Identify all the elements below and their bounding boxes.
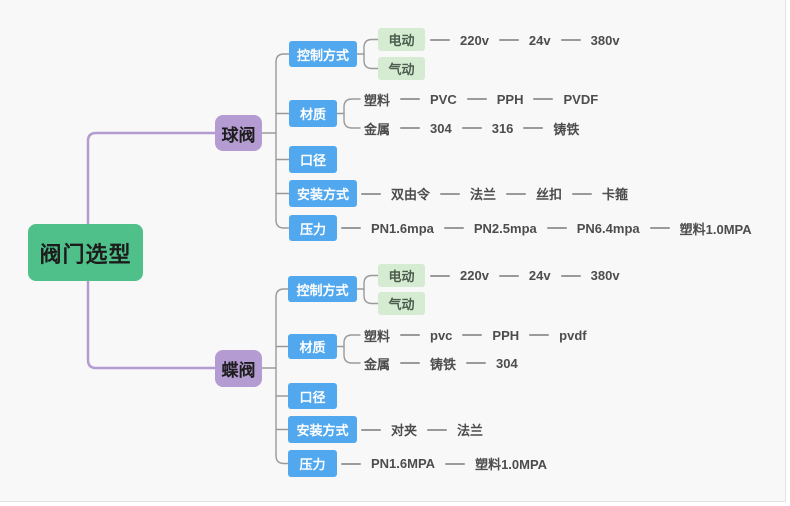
chain-item-24v[interactable]: 24v bbox=[528, 268, 551, 283]
topic-node-butterfly-pressure[interactable]: 压力 bbox=[288, 450, 337, 477]
dash-connector bbox=[462, 334, 483, 336]
topic-node-butterfly-installation[interactable]: 安装方式 bbox=[288, 416, 357, 443]
chain-item-pn16[interactable]: PN1.6mpa bbox=[371, 220, 434, 236]
chain-item-304[interactable]: 304 bbox=[496, 355, 518, 371]
chain-item-cast-iron[interactable]: 铸铁 bbox=[553, 121, 580, 137]
chain-ball-electric-voltages: 220v 24v 380v bbox=[430, 31, 620, 49]
chain-item-380v[interactable]: 380v bbox=[590, 268, 620, 283]
dash-connector bbox=[341, 227, 361, 229]
chain-ball-material-plastic: 塑料 PVC PPH PVDF bbox=[364, 90, 598, 108]
leaf-node-butterfly-pneumatic[interactable]: 气动 bbox=[378, 292, 425, 315]
dash-connector bbox=[400, 334, 421, 336]
topic-node-ball-installation[interactable]: 安装方式 bbox=[289, 180, 357, 207]
chain-item-pvc[interactable]: PVC bbox=[430, 91, 457, 107]
dash-connector bbox=[341, 462, 361, 465]
chain-item-plastic-pn10[interactable]: 塑料1.0MPA bbox=[475, 457, 548, 472]
chain-item-pn64[interactable]: PN6.4mpa bbox=[576, 220, 640, 236]
chain-item-220v[interactable]: 220v bbox=[460, 32, 489, 48]
chain-butterfly-installation: 对夹 法兰 bbox=[361, 421, 483, 439]
chain-item-flange[interactable]: 法兰 bbox=[457, 423, 484, 438]
topic-node-butterfly-material[interactable]: 材质 bbox=[288, 334, 337, 359]
topic-node-ball-control-mode[interactable]: 控制方式 bbox=[289, 41, 357, 67]
chain-ball-pressure: PN1.6mpa PN2.5mpa PN6.4mpa 塑料1.0MPA bbox=[341, 219, 752, 237]
chain-item-cast-iron[interactable]: 铸铁 bbox=[430, 356, 457, 372]
dash-connector bbox=[430, 39, 450, 41]
chain-item-pph[interactable]: PPH bbox=[496, 91, 524, 107]
chain-item-304[interactable]: 304 bbox=[430, 120, 452, 136]
leaf-node-ball-electric[interactable]: 电动 bbox=[378, 28, 425, 51]
leaf-node-butterfly-electric[interactable]: 电动 bbox=[378, 264, 425, 287]
dash-connector bbox=[466, 98, 487, 100]
dash-connector bbox=[400, 98, 421, 100]
chain-item-plastic[interactable]: 塑料 bbox=[364, 328, 391, 344]
chain-butterfly-material-plastic: 塑料 pvc PPH pvdf bbox=[364, 326, 587, 344]
chain-item-flange[interactable]: 法兰 bbox=[470, 187, 497, 202]
chain-item-pvdf[interactable]: PVDF bbox=[563, 91, 599, 107]
dash-connector bbox=[506, 192, 527, 195]
dash-connector bbox=[649, 227, 670, 229]
topic-node-butterfly-diameter[interactable]: 口径 bbox=[288, 383, 337, 409]
dash-connector bbox=[361, 428, 381, 431]
dash-connector bbox=[427, 428, 448, 431]
topic-node-ball-diameter[interactable]: 口径 bbox=[289, 146, 337, 173]
chain-item-pvdf[interactable]: pvdf bbox=[559, 327, 587, 343]
chain-item-pn16[interactable]: PN1.6MPA bbox=[371, 456, 436, 471]
dash-connector bbox=[533, 98, 554, 100]
dash-connector bbox=[560, 39, 581, 41]
chain-item-metal[interactable]: 金属 bbox=[364, 356, 391, 372]
chain-item-316[interactable]: 316 bbox=[491, 120, 514, 136]
dash-connector bbox=[523, 127, 544, 129]
chain-butterfly-pressure: PN1.6MPA 塑料1.0MPA bbox=[341, 455, 547, 473]
branch-node-butterfly-valve[interactable]: 蝶阀 bbox=[215, 350, 262, 387]
dash-connector bbox=[440, 192, 461, 195]
chain-item-plastic-pn10[interactable]: 塑料1.0MPA bbox=[679, 221, 752, 237]
root-node-valve-selection[interactable]: 阀门选型 bbox=[28, 224, 143, 281]
chain-item-pn25[interactable]: PN2.5mpa bbox=[473, 220, 537, 236]
chain-item-220v[interactable]: 220v bbox=[460, 268, 489, 283]
chain-item-380v[interactable]: 380v bbox=[590, 32, 620, 48]
dash-connector bbox=[400, 362, 421, 364]
dash-connector bbox=[400, 127, 421, 129]
dash-connector bbox=[361, 192, 381, 195]
chain-item-clamp[interactable]: 卡箍 bbox=[602, 187, 629, 202]
dash-connector bbox=[572, 192, 593, 195]
dash-connector bbox=[445, 462, 466, 465]
chain-item-plastic[interactable]: 塑料 bbox=[364, 92, 391, 108]
chain-item-double-union[interactable]: 双由令 bbox=[391, 187, 431, 202]
dash-connector bbox=[529, 334, 550, 336]
chain-item-pph[interactable]: PPH bbox=[492, 327, 520, 343]
chain-ball-installation: 双由令 法兰 丝扣 卡箍 bbox=[361, 185, 628, 203]
dash-connector bbox=[560, 274, 581, 277]
dash-connector bbox=[443, 227, 464, 229]
dash-connector bbox=[466, 362, 487, 364]
chain-item-wafer[interactable]: 对夹 bbox=[391, 423, 418, 438]
dash-connector bbox=[498, 274, 519, 277]
chain-item-pvc[interactable]: pvc bbox=[430, 327, 453, 343]
chain-item-24v[interactable]: 24v bbox=[528, 32, 551, 48]
dash-connector bbox=[498, 39, 519, 41]
branch-node-ball-valve[interactable]: 球阀 bbox=[215, 115, 262, 151]
chain-butterfly-electric-voltages: 220v 24v 380v bbox=[430, 267, 620, 285]
chain-ball-material-metal: 金属 304 316 铸铁 bbox=[364, 119, 579, 137]
topic-node-ball-pressure[interactable]: 压力 bbox=[289, 215, 337, 241]
dash-connector bbox=[430, 274, 450, 277]
topic-node-butterfly-control-mode[interactable]: 控制方式 bbox=[288, 276, 357, 302]
topic-node-ball-material[interactable]: 材质 bbox=[289, 100, 337, 127]
chain-item-metal[interactable]: 金属 bbox=[364, 121, 391, 137]
dash-connector bbox=[461, 127, 482, 129]
chain-butterfly-material-metal: 金属 铸铁 304 bbox=[364, 354, 518, 372]
chain-item-threaded[interactable]: 丝扣 bbox=[536, 187, 563, 202]
leaf-node-ball-pneumatic[interactable]: 气动 bbox=[378, 57, 425, 80]
dash-connector bbox=[546, 227, 567, 229]
